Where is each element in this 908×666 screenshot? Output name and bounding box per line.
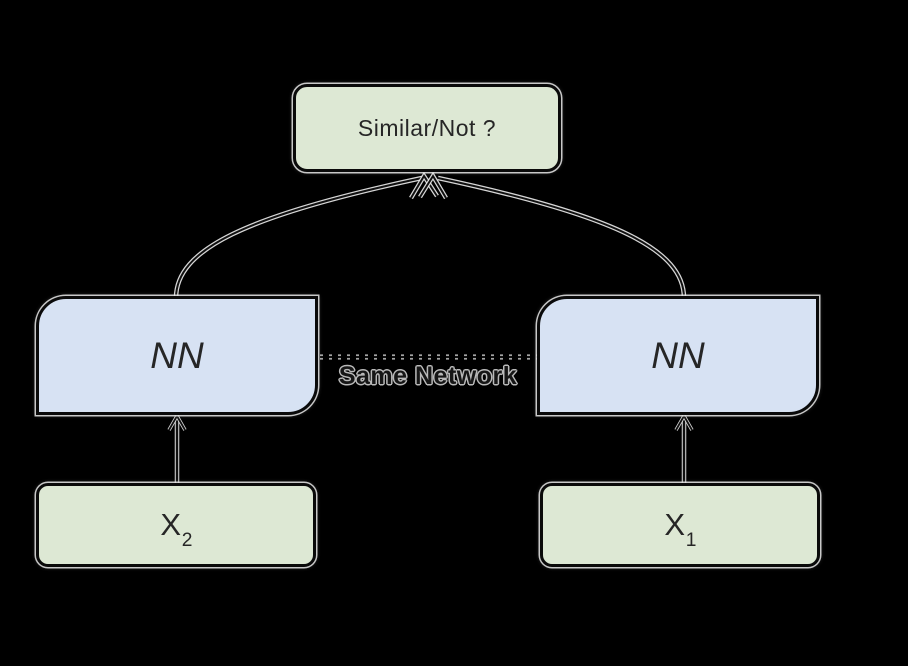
input-x2-label: X2 xyxy=(160,507,193,551)
arrow-x2-to-nn-left xyxy=(167,412,187,483)
arrow-nn-right-to-output xyxy=(418,171,687,299)
input-x1-box: X1 xyxy=(540,483,820,567)
nn-left-box: NN xyxy=(36,296,318,415)
input-x1-label: X1 xyxy=(664,507,697,551)
output-box-label: Similar/Not ? xyxy=(357,114,497,141)
same-network-label: Same Network xyxy=(338,362,518,390)
nn-left-label: NN xyxy=(150,334,204,376)
arrow-nn-left-to-output xyxy=(173,171,439,299)
input-x2-box: X2 xyxy=(36,483,316,567)
arrow-x1-to-nn-right xyxy=(674,412,694,483)
output-similar-not-box: Similar/Not ? xyxy=(293,84,561,172)
input-x1-subscript: 1 xyxy=(685,529,697,551)
nn-right-box: NN xyxy=(537,296,819,415)
nn-right-label: NN xyxy=(651,334,705,376)
input-x2-subscript: 2 xyxy=(181,529,193,551)
